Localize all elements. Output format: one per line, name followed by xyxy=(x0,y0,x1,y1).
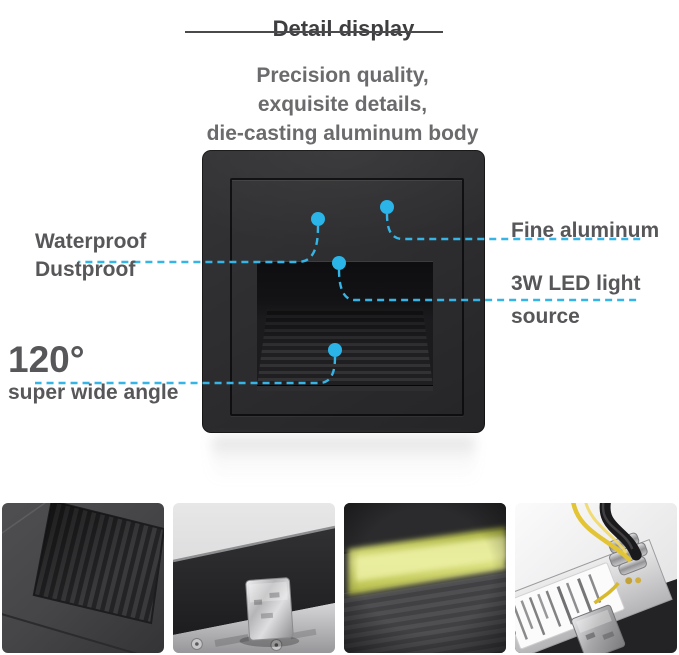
thumbnail-mounting-clip xyxy=(173,503,335,653)
subtitle-line: die-casting aluminum body xyxy=(206,122,479,145)
detail-photo-strip xyxy=(2,503,677,653)
thumbnail-led-glow xyxy=(344,503,506,653)
subtitle-line: exquisite details, xyxy=(257,93,428,116)
louver-grill xyxy=(257,308,433,386)
callout-label-fine-aluminum: Fine aluminum xyxy=(511,219,660,242)
callout-label-angle: 120° super wide angle xyxy=(8,339,179,405)
page-title: Detail display xyxy=(272,15,415,41)
subtitle-line: Precision quality, xyxy=(256,64,429,87)
thumbnail-back-plate-wiring xyxy=(515,503,677,653)
product-reflection xyxy=(212,437,475,483)
step-light-product-photo xyxy=(202,150,485,433)
title-underline xyxy=(185,31,443,33)
callout-label-led: 3W LED light source xyxy=(511,272,641,328)
subtitle: Precision quality, exquisite details, di… xyxy=(3,61,679,148)
recess-bottom-lip xyxy=(257,385,433,391)
thumbnail-louver-grill-angle xyxy=(2,503,164,653)
product-recess xyxy=(257,262,433,391)
callout-label-waterproof: Waterproof Dustproof xyxy=(35,230,147,281)
